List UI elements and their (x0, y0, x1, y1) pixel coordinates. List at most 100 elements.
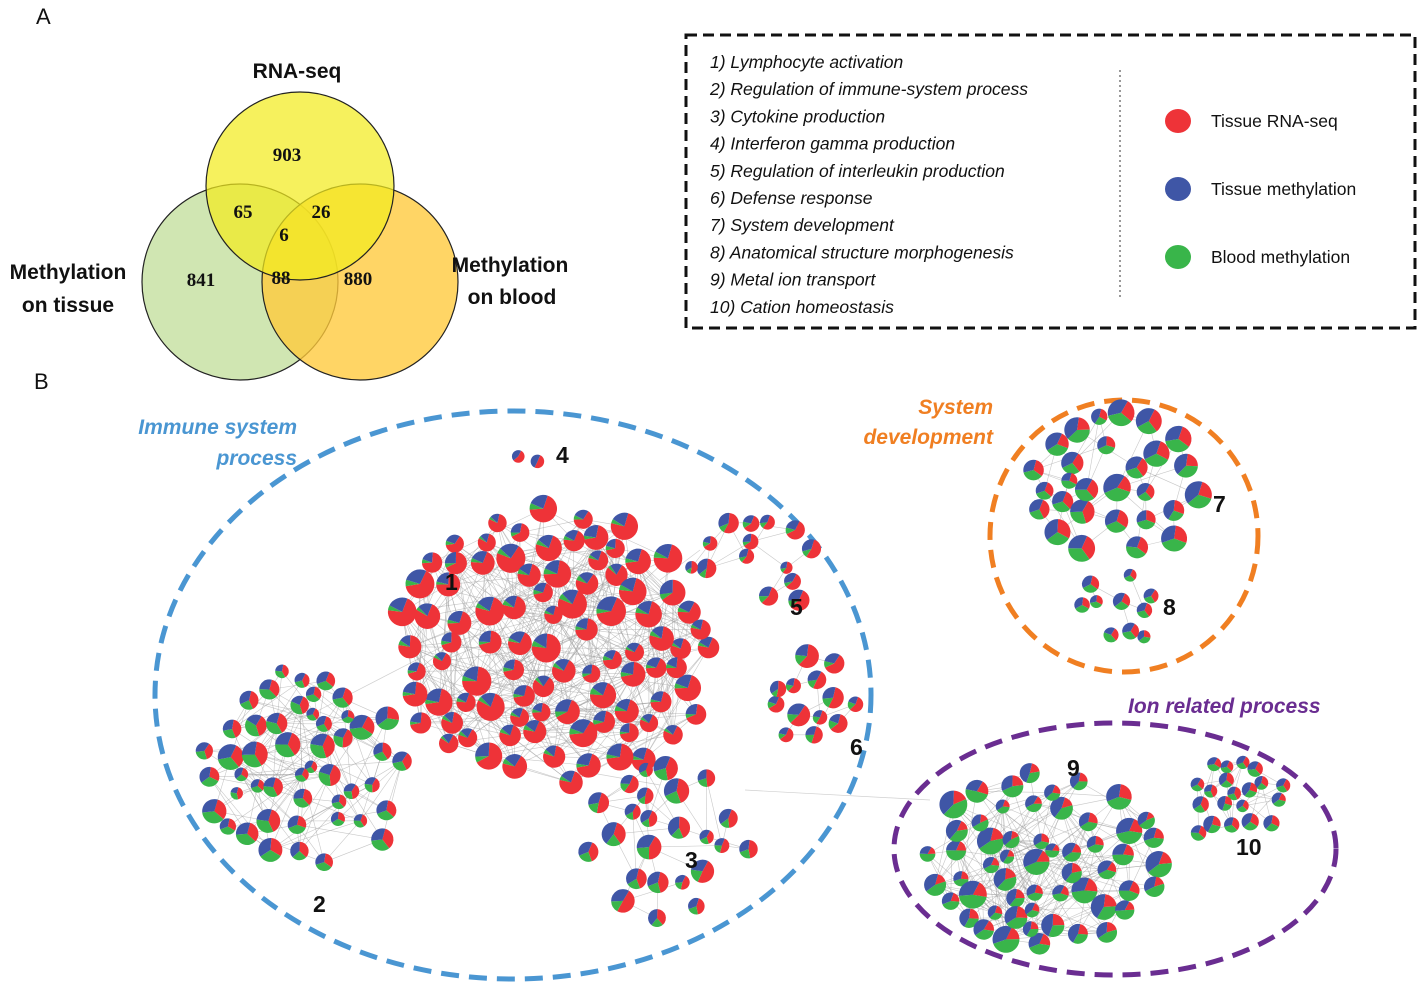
pie-slice-blue (1004, 906, 1018, 924)
pie-slice-blue (655, 543, 672, 559)
pie-slice-red (956, 841, 967, 851)
group-outline-ion (891, 720, 1339, 978)
network-edge (351, 718, 388, 792)
pie-node (306, 707, 320, 721)
pie-slice-green (620, 671, 634, 677)
pie-slice-blue (672, 638, 684, 649)
pie-slice-green (576, 763, 589, 768)
pie-slice-blue (444, 552, 456, 564)
pie-slice-green (536, 539, 549, 548)
pie-slice-red (338, 794, 347, 808)
pie-slice-blue (1143, 440, 1161, 460)
pie-node (946, 840, 967, 861)
pie-slice-green (720, 818, 730, 828)
pie-node (1041, 913, 1065, 937)
pie-slice-blue (1096, 921, 1108, 939)
pie-slice-blue (574, 509, 589, 520)
pie-slice-blue (1207, 757, 1218, 766)
network-edge (519, 643, 555, 757)
pie-slice-red (496, 546, 526, 573)
pie-slice-green (1114, 601, 1129, 610)
pie-slice-blue (306, 707, 316, 717)
network-edge (563, 611, 690, 672)
pie-node (1143, 440, 1170, 467)
network-edge (543, 659, 613, 687)
pie-node (1143, 588, 1159, 604)
pie-slice-green (531, 640, 547, 649)
pie-slice-green (1137, 491, 1152, 501)
pie-slice-green (447, 619, 460, 624)
pie-slice-green (1256, 782, 1267, 790)
pie-slice-blue (425, 688, 442, 703)
venn-count-tissue-blood: 88 (272, 268, 291, 289)
pie-slice-blue (1002, 831, 1013, 846)
network-edge (513, 574, 617, 671)
pie-slice-red (1032, 903, 1040, 912)
pie-slice-red (596, 597, 626, 626)
pie-slice-green (499, 728, 511, 736)
pie-node (739, 548, 755, 564)
pie-node (341, 710, 355, 723)
pie-slice-blue (780, 561, 788, 569)
pie-node (1203, 815, 1221, 834)
pie-slice-blue (406, 569, 427, 584)
network-edge (230, 756, 303, 799)
pie-node (508, 631, 532, 656)
pie-node (1271, 792, 1286, 807)
venn-label-blood-line1: Methylation (452, 254, 569, 277)
pie-slice-blue (475, 742, 490, 757)
pie-slice-red (994, 905, 1003, 915)
pie-slice-blue (1135, 408, 1155, 428)
pie-node (601, 822, 626, 847)
pie-slice-red (690, 619, 711, 640)
network-edge (706, 778, 723, 846)
pie-slice-blue (805, 726, 817, 736)
pie-slice-red (806, 539, 822, 559)
pie-slice-red (405, 570, 435, 599)
network-edge (455, 562, 491, 643)
pie-node (647, 871, 669, 894)
pie-slice-green (497, 548, 511, 559)
pie-slice-blue (457, 692, 470, 703)
pie-slice-green (1265, 823, 1279, 832)
pie-slice-green (979, 838, 1004, 855)
pie-slice-blue (1125, 456, 1143, 471)
pie-slice-red (665, 756, 678, 781)
pie-node (256, 809, 281, 833)
pie-slice-blue (241, 741, 257, 755)
pie-node (529, 494, 558, 523)
pie-node (828, 713, 848, 733)
pie-node (1045, 843, 1060, 858)
pie-slice-blue (525, 720, 540, 732)
network-edge (956, 830, 1017, 918)
pie-slice-green (742, 541, 751, 546)
pie-slice-green (641, 818, 650, 827)
pie-node (239, 690, 259, 710)
pie-slice-green (294, 680, 305, 688)
legend-key-label: Tissue RNA-seq (1211, 111, 1338, 131)
pie-slice-red (255, 716, 267, 736)
pie-slice-green (1080, 821, 1098, 832)
pie-slice-green (555, 711, 568, 718)
pie-slice-blue (511, 450, 522, 461)
pie-slice-blue (1190, 777, 1202, 788)
network-edge (1012, 786, 1037, 862)
pie-slice-blue (332, 687, 346, 700)
pie-node (625, 642, 645, 662)
network-edge (1010, 839, 1035, 893)
pie-slice-green (1220, 766, 1232, 774)
pie-slice-green (1027, 892, 1043, 901)
pie-node (535, 534, 562, 562)
network-edge (634, 561, 639, 653)
legend-term: 10) Cation homeostasis (710, 297, 894, 317)
venn-circle-rna (205, 91, 395, 281)
pie-slice-blue (561, 770, 575, 783)
network-edge (322, 745, 361, 821)
pie-slice-blue (500, 543, 519, 559)
pie-slice-red (513, 450, 525, 463)
pie-slice-red (976, 781, 989, 795)
pie-slice-blue (1174, 453, 1188, 475)
pie-slice-green (1046, 792, 1061, 801)
pie-node (1089, 595, 1103, 609)
pie-slice-red (456, 693, 476, 712)
